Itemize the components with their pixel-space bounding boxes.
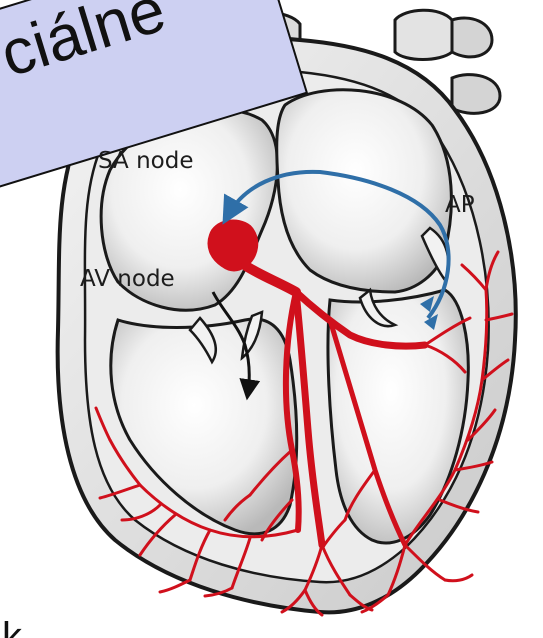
av-node-label: AV node	[80, 266, 175, 292]
ap-label: AP	[445, 192, 475, 218]
sa-node-label: SA node	[98, 148, 193, 174]
bottom-text-fragment: k	[2, 615, 23, 638]
left-atrium	[277, 90, 452, 292]
